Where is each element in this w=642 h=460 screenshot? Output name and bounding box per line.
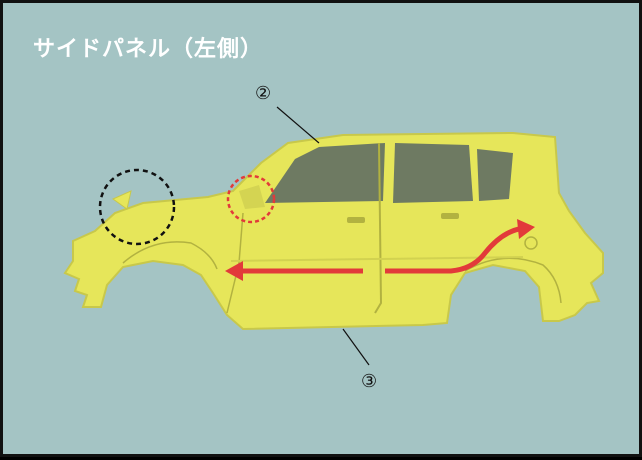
- arrow-left: [225, 261, 363, 281]
- rear-fender-line: [464, 257, 562, 304]
- arrow-right-curved: [385, 219, 535, 274]
- body-crease: [230, 256, 524, 262]
- red-dashed-circle: [226, 174, 276, 224]
- door-line-rear: [226, 212, 244, 314]
- side-panel-diagram: [63, 106, 604, 366]
- leader-line-2: [276, 106, 320, 144]
- callout-label-2: ②: [255, 83, 272, 104]
- front-window: [265, 143, 385, 203]
- mirror-area: [239, 185, 265, 209]
- panel-title: サイドパネル（左側）: [33, 37, 264, 62]
- front-door-handle: [347, 217, 365, 223]
- leader-line-3: [342, 328, 370, 366]
- fuel-cap-mark: [524, 236, 538, 250]
- fender-line: [122, 241, 218, 270]
- hinge-tab: [111, 190, 132, 210]
- black-dashed-circle: [98, 168, 176, 246]
- rear-door-handle: [441, 213, 459, 219]
- callout-label-3: ③: [361, 371, 378, 392]
- door-line-front: [374, 142, 383, 314]
- rear-window: [393, 143, 473, 203]
- quarter-window: [477, 149, 513, 201]
